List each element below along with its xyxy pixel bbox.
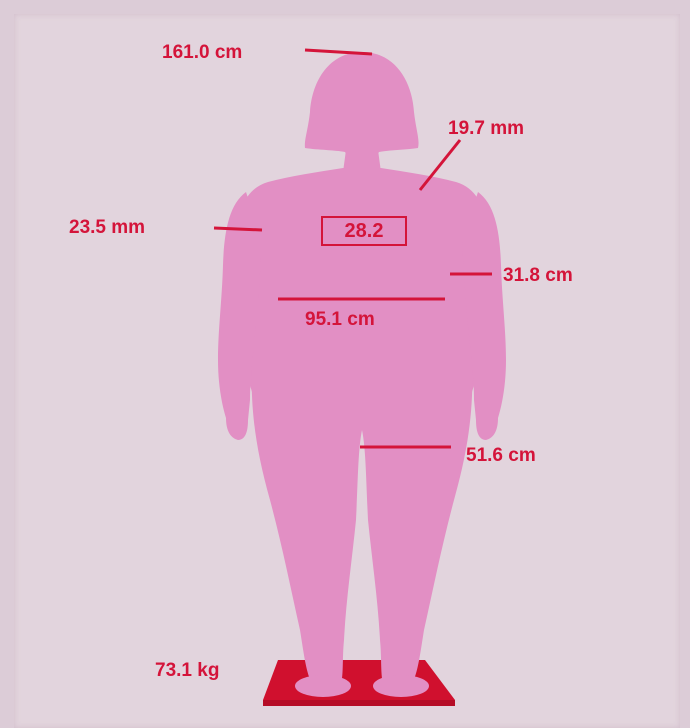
height-label: 161.0 cm	[162, 43, 242, 62]
bmi-value-box: 28.2	[321, 216, 407, 246]
skinfold-arm-label: 23.5 mm	[69, 218, 145, 237]
skinfold-arm-marker	[214, 228, 262, 230]
body-silhouette	[218, 52, 506, 697]
thigh-label: 51.6 cm	[466, 446, 536, 465]
arm-circumference-label: 31.8 cm	[503, 266, 573, 285]
skinfold-upper-label: 19.7 mm	[448, 119, 524, 138]
waist-label: 95.1 cm	[305, 310, 375, 329]
weight-label: 73.1 kg	[155, 661, 219, 680]
height-marker	[305, 50, 372, 54]
